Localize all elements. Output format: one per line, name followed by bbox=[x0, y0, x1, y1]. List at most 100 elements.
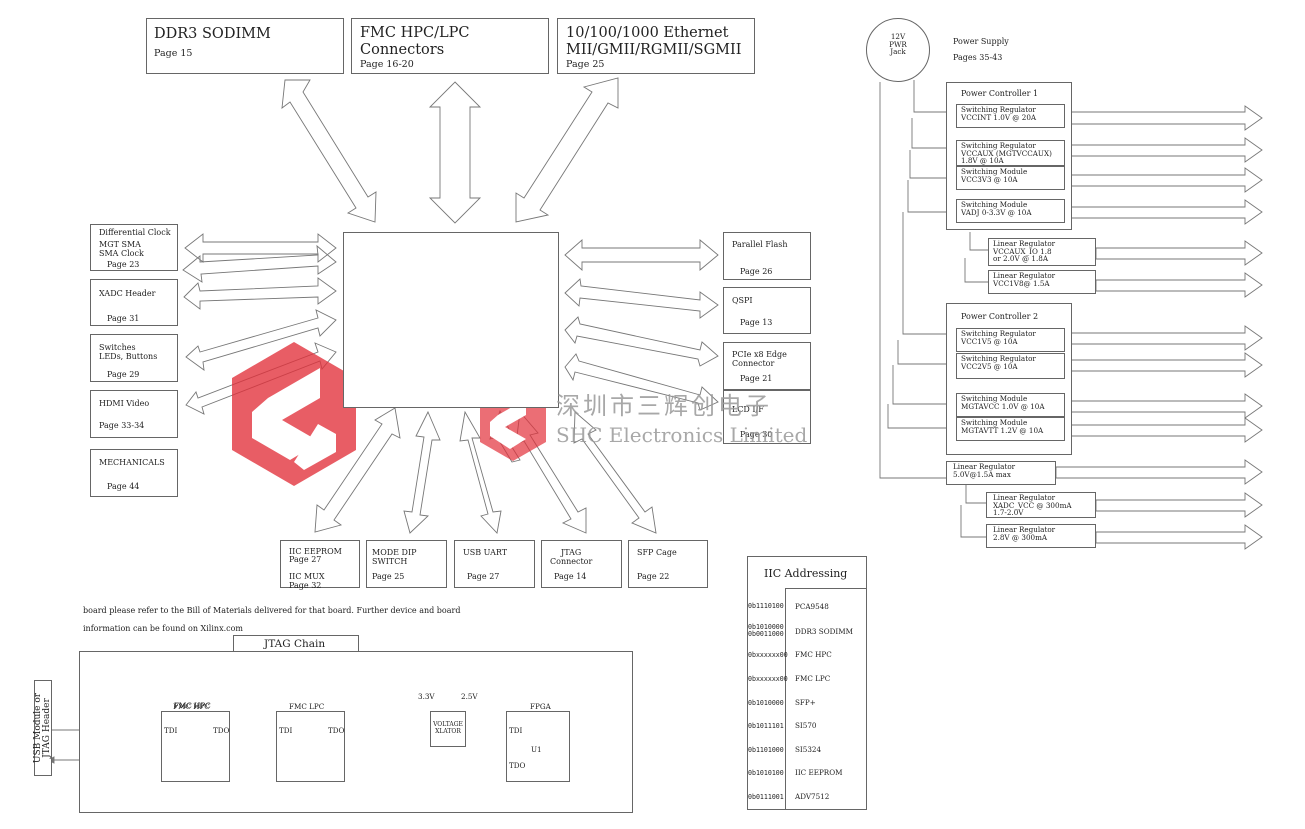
power-jack: 12V PWR Jack bbox=[866, 18, 930, 82]
pcie-title: PCIe x8 Edge Connector bbox=[732, 350, 787, 369]
arrow-diffclk bbox=[184, 233, 337, 263]
fmc-lpc-box: TDI TDO bbox=[276, 711, 345, 782]
fmc-hpc-box: FMC HPC TDI TDO bbox=[161, 701, 230, 782]
iic-eeprom-title: IIC EEPROM Page 27 IIC MUX Page 32 bbox=[289, 547, 342, 590]
fmc-hpc-label: FMC HPC bbox=[174, 701, 211, 710]
iic-addr: 0b1110100 bbox=[748, 602, 784, 610]
lin-2v8-label: Linear Regulator 2.8V @ 300mA bbox=[993, 525, 1056, 543]
arrow-dip bbox=[403, 410, 441, 534]
fmc-lpc-tdo: TDO bbox=[328, 726, 345, 735]
arrow-uart bbox=[459, 410, 502, 534]
jtag-header-label: USB Module or JTAG Header bbox=[33, 692, 52, 764]
iic-dev: ADV7512 bbox=[795, 792, 830, 801]
voltage-3v3: 3.3V bbox=[418, 692, 435, 701]
power-supply-pages: Pages 35-43 bbox=[953, 53, 1003, 62]
fmc-lpc-tdi: TDI bbox=[279, 726, 293, 735]
voltage-xlator-box: VOLTAGE XLATOR bbox=[430, 711, 466, 747]
iic-dev: SFP+ bbox=[795, 698, 816, 707]
jtag-conn-page: Page 14 bbox=[554, 572, 587, 581]
fmc-lpc-title: FMC LPC bbox=[289, 702, 325, 711]
iic-dev: PCA9548 bbox=[795, 602, 829, 611]
iic-header-rule bbox=[785, 588, 866, 589]
iic-addr: 0bxxxxxx00 bbox=[748, 675, 788, 683]
reg-vccaux-label: Switching Regulator VCCAUX (MGTVCCAUX) 1… bbox=[961, 141, 1052, 166]
reg-vcc3v3-label: Switching Module VCC3V3 @ 10A bbox=[961, 167, 1028, 185]
block-diff-clock: Differential Clock MGT SMA SMA Clock Pag… bbox=[90, 224, 178, 271]
arrow-hdmi bbox=[185, 342, 337, 415]
block-fmc-page: Page 16-20 bbox=[360, 59, 414, 70]
jtag-conn-title: JTAG Connector bbox=[550, 548, 593, 567]
block-mode-dip: MODE DIP SWITCH Page 25 bbox=[366, 540, 447, 588]
lin-xadc-vcc: Linear Regulator XADC_VCC @ 300mA 1.7-2.… bbox=[986, 492, 1096, 518]
diff-clock-sub: MGT SMA SMA Clock bbox=[99, 240, 144, 259]
iic-dev: DDR3 SODIMM bbox=[795, 627, 853, 636]
usb-uart-page: Page 27 bbox=[467, 572, 500, 581]
watermark-cn: 深圳市三辉创电子 bbox=[556, 392, 772, 420]
reg-vcc1v5-label: Switching Regulator VCC1V5 @ 10A bbox=[961, 329, 1036, 347]
power-output-arrows bbox=[1055, 105, 1263, 550]
iic-dev: IIC EEPROM bbox=[795, 768, 843, 777]
power-jack-label: 12V PWR Jack bbox=[889, 32, 907, 57]
voltage-xlator-label: VOLTAGE XLATOR bbox=[433, 721, 463, 735]
iic-addr: 0b1010000 0b0011000 bbox=[748, 623, 784, 638]
block-ddr3: DDR3 SODIMM Page 15 bbox=[146, 18, 344, 74]
fpga-tdi: TDI bbox=[509, 726, 523, 735]
jtag-chain-title: JTAG Chain bbox=[264, 638, 326, 650]
fpga-center-block bbox=[343, 232, 559, 408]
block-sfp: SFP Cage Page 22 bbox=[628, 540, 708, 588]
reg-vcc3v3: Switching Module VCC3V3 @ 10A bbox=[956, 166, 1065, 190]
arrow-qspi bbox=[564, 278, 719, 319]
block-ddr3-title: DDR3 SODIMM bbox=[154, 26, 271, 42]
block-lcd: LCD I/F Page 30 bbox=[723, 390, 811, 444]
block-hdmi: HDMI Video Page 33-34 bbox=[90, 390, 178, 438]
arrow-pcie bbox=[564, 316, 719, 367]
iic-addr: 0b1011101 bbox=[748, 722, 784, 730]
lin-5v-label: Linear Regulator 5.0V@1.5A max bbox=[953, 462, 1016, 480]
reg-mgtavcc: Switching Module MGTAVCC 1.0V @ 10A bbox=[956, 393, 1065, 417]
watermark-en: SHC Electronics Limited bbox=[556, 423, 808, 447]
arrow-ddr3 bbox=[281, 79, 377, 223]
diff-clock-page: Page 23 bbox=[107, 260, 140, 269]
switches-page: Page 29 bbox=[107, 370, 140, 379]
iic-table: IIC Addressing bbox=[747, 556, 867, 810]
sfp-page: Page 22 bbox=[637, 572, 670, 581]
qspi-page: Page 13 bbox=[740, 318, 773, 327]
iic-addr: 0b0111001 bbox=[748, 793, 784, 801]
sfp-title: SFP Cage bbox=[637, 548, 677, 557]
iic-dev: SI5324 bbox=[795, 745, 822, 754]
hdmi-title: HDMI Video bbox=[99, 399, 150, 408]
power-supply-title: Power Supply bbox=[953, 37, 1009, 46]
mechanicals-title: MECHANICALS bbox=[99, 458, 165, 467]
arrow-ethernet bbox=[515, 77, 619, 223]
note-line-1: board please refer to the Bill of Materi… bbox=[83, 606, 461, 615]
reg-vcc2v5-label: Switching Regulator VCC2V5 @ 10A bbox=[961, 354, 1036, 372]
reg-vadj-label: Switching Module VADJ 0-3.3V @ 10A bbox=[961, 200, 1032, 218]
iic-addr: 0b1010100 bbox=[748, 769, 784, 777]
block-pcie: PCIe x8 Edge Connector Page 21 bbox=[723, 342, 811, 390]
iic-addr: 0b1101000 bbox=[748, 746, 784, 754]
arrow-diffclk2 bbox=[182, 244, 337, 283]
arrow-lcd bbox=[564, 353, 719, 411]
block-qspi: QSPI Page 13 bbox=[723, 287, 811, 334]
mode-dip-title: MODE DIP SWITCH bbox=[372, 548, 417, 567]
jtag-header-box: USB Module or JTAG Header bbox=[33, 680, 52, 776]
arrow-flash bbox=[564, 239, 719, 271]
switches-title: Switches LEDs, Buttons bbox=[99, 343, 158, 362]
arrow-xadc bbox=[183, 277, 337, 310]
lin-vccaux-io-label: Linear Regulator VCCAUX_IO 1.8 or 2.0V @… bbox=[993, 239, 1056, 264]
mechanicals-page: Page 44 bbox=[107, 482, 140, 491]
lin-vcc1v8-label: Linear Regulator VCC1V8@ 1.5A bbox=[993, 271, 1056, 289]
reg-vcc1v5: Switching Regulator VCC1V5 @ 10A bbox=[956, 328, 1065, 352]
block-mechanicals: MECHANICALS Page 44 bbox=[90, 449, 178, 497]
qspi-title: QSPI bbox=[732, 296, 753, 305]
block-usb-uart: USB UART Page 27 bbox=[454, 540, 535, 588]
lin-vcc1v8: Linear Regulator VCC1V8@ 1.5A bbox=[988, 270, 1096, 294]
jtag-chain-title-box: JTAG Chain bbox=[233, 635, 359, 652]
pcie-page: Page 21 bbox=[740, 374, 773, 383]
mode-dip-page: Page 25 bbox=[372, 572, 405, 581]
iic-addr: 0b1010000 bbox=[748, 699, 784, 707]
xadc-title: XADC Header bbox=[99, 289, 156, 298]
lin-5v: Linear Regulator 5.0V@1.5A max bbox=[946, 461, 1056, 485]
fmc-hpc-tdi: TDI bbox=[164, 726, 178, 735]
fpga-tdo: TDO bbox=[509, 761, 526, 770]
